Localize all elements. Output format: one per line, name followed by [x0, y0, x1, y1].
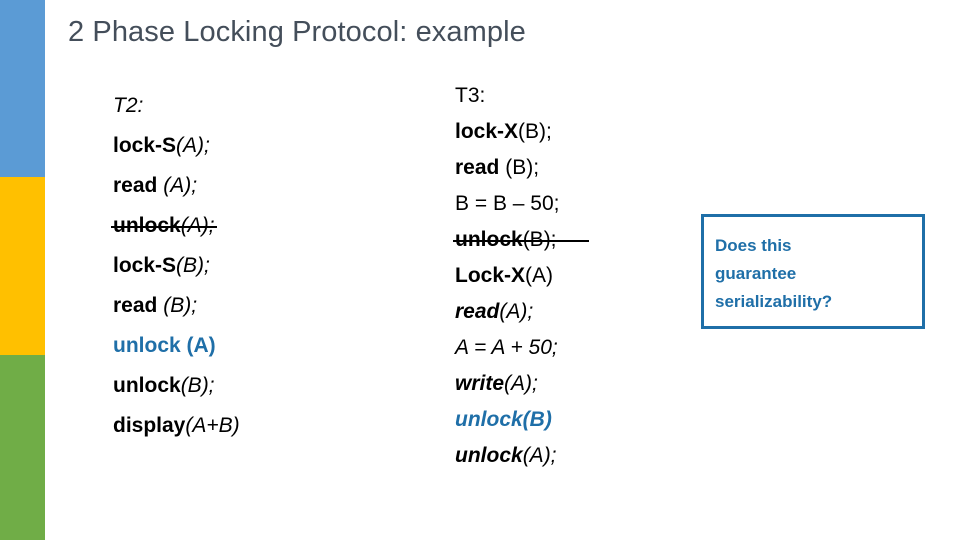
txn-t2-line-0-suffix: : — [137, 94, 144, 117]
txn-t2-line-5-op: read — [113, 294, 164, 317]
transaction-column-t3: T3: lock-X(B); read (B); B = B – 50; unl… — [455, 78, 695, 474]
txn-t2-line-7-arg: (B); — [180, 374, 215, 397]
txn-t2-line-8-arg: (A+B) — [185, 414, 240, 437]
txn-t3-line-2: read (B); — [455, 150, 695, 186]
txn-t3-line-6: read(A); — [455, 294, 695, 330]
txn-t2-line-1-op: lock-S — [113, 134, 177, 157]
txn-t3-line-10-arg: (A); — [522, 444, 557, 467]
page-title: 2 Phase Locking Protocol: example — [68, 16, 526, 48]
txn-t3-line-2-arg: (B); — [505, 156, 540, 179]
txn-t2-line-7-op: unlock — [113, 374, 181, 397]
txn-t3-line-1-arg: (B); — [518, 120, 552, 143]
txn-t3-line-header: T3: — [455, 78, 695, 114]
accent-segment-yellow — [0, 177, 45, 355]
txn-t2-line-1: lock-S(A); — [113, 126, 433, 166]
txn-t2-line-6-highlight: unlock (A) — [113, 326, 433, 366]
txn-t3-line-5-op: Lock-X — [455, 264, 526, 287]
accent-segment-blue — [0, 0, 45, 177]
txn-t3-line-4: unlock(B); — [455, 222, 695, 258]
txn-t2-line-5: read (B); — [113, 286, 433, 326]
callout-text: Does this guarantee serializability? — [715, 232, 915, 316]
txn-t3-line-5-arg: (A) — [525, 264, 554, 287]
accent-segment-green — [0, 355, 45, 540]
txn-t2-line-8-op: display — [113, 414, 186, 437]
txn-t3-line-7: A = A + 50; — [455, 330, 695, 366]
txn-t2-line-4: lock-S(B); — [113, 246, 433, 286]
txn-t3-line-1: lock-X(B); — [455, 114, 695, 150]
txn-t2-line-2: read (A); — [113, 166, 433, 206]
txn-t2-line-1-arg: (A); — [176, 134, 210, 157]
txn-t3-line-8-arg: (A); — [504, 372, 538, 395]
callout-text-line-2: guarantee — [715, 264, 797, 283]
txn-t2-line-3: unlock(A); — [113, 206, 433, 246]
txn-t3-line-0-text: T3: — [455, 84, 486, 107]
txn-t2-line-header: T2: — [113, 86, 433, 126]
callout-text-line-1: Does this — [715, 236, 792, 255]
txn-t3-line-9-op: unlock(B) — [455, 408, 552, 431]
txn-t3-line-3-expr: B = B – 50; — [455, 192, 560, 215]
txn-t2-line-8: display(A+B) — [113, 406, 433, 446]
txn-t3-line-2-op: read — [455, 156, 506, 179]
txn-t3-line-7-expr: A = A + 50; — [455, 336, 558, 359]
transaction-column-t2: T2: lock-S(A); read (A); unlock(A); lock… — [113, 86, 433, 446]
left-accent-bar — [0, 0, 45, 540]
txn-t3-line-10: unlock(A); — [455, 438, 695, 474]
txn-t2-line-4-op: lock-S — [113, 254, 177, 277]
txn-t3-line-8-op: write — [455, 372, 505, 395]
txn-t2-line-3-struck-group: unlock(A); — [113, 214, 215, 237]
txn-t3-line-10-op: unlock — [455, 444, 523, 467]
txn-t3-line-8: write(A); — [455, 366, 695, 402]
callout-box: Does this guarantee serializability? — [701, 214, 925, 329]
txn-t3-line-9-highlight: unlock(B) — [455, 402, 695, 438]
txn-t3-line-4-arg: (B); — [522, 228, 557, 251]
txn-t3-line-3: B = B – 50; — [455, 186, 695, 222]
callout-text-line-3: serializability? — [715, 292, 833, 311]
txn-t2-line-3-arg: (A); — [180, 214, 215, 237]
txn-t2-line-3-op: unlock — [113, 214, 181, 237]
txn-t2-line-2-arg: (A); — [163, 174, 198, 197]
txn-t2-line-5-arg: (B); — [163, 294, 198, 317]
txn-t3-line-6-op: read — [455, 300, 500, 323]
txn-t3-line-5: Lock-X(A) — [455, 258, 695, 294]
txn-t2-line-6-op: unlock (A) — [113, 334, 216, 357]
txn-t2-line-2-op: read — [113, 174, 164, 197]
txn-t3-line-4-struck-group: unlock(B); — [455, 228, 557, 251]
txn-t2-line-0-text: T2 — [113, 94, 138, 117]
txn-t3-line-6-arg: (A); — [499, 300, 534, 323]
txn-t3-line-1-op: lock-X — [455, 120, 519, 143]
txn-t2-line-4-arg: (B); — [176, 254, 210, 277]
txn-t3-line-4-op: unlock — [455, 228, 523, 251]
txn-t2-line-7: unlock(B); — [113, 366, 433, 406]
